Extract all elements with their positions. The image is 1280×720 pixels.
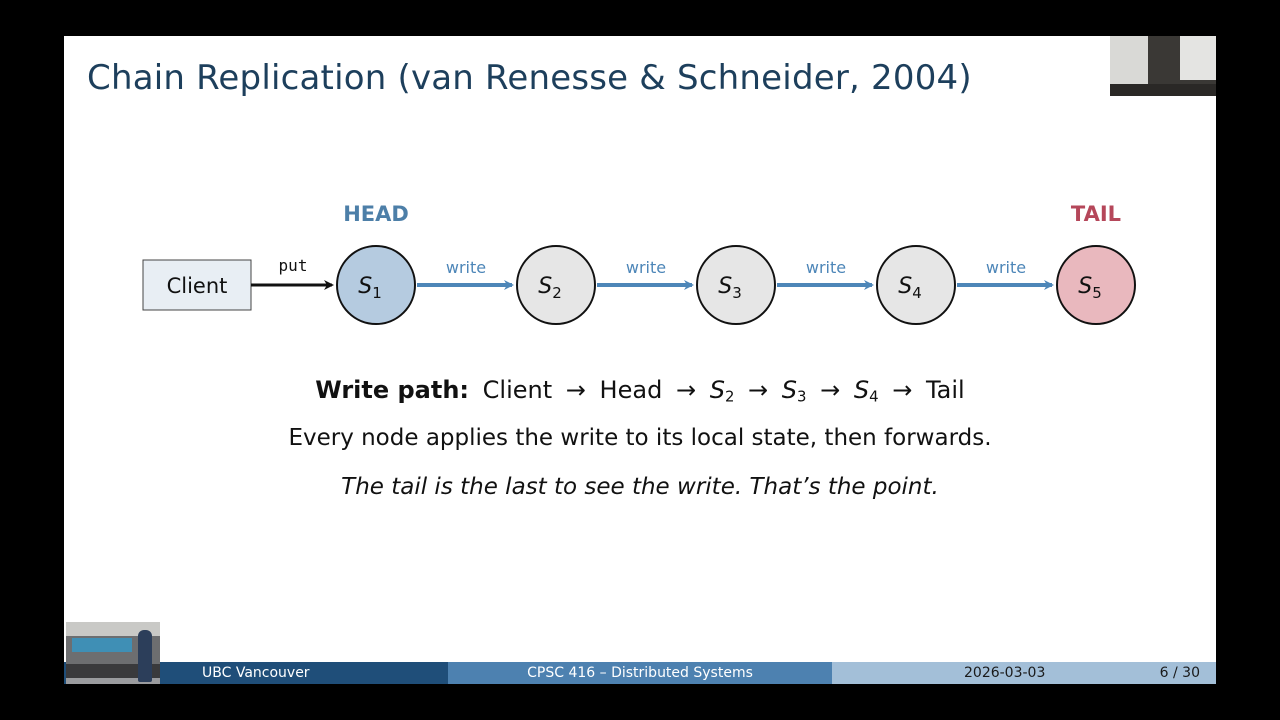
node-s3 — [696, 245, 776, 325]
write-label-2: write — [626, 258, 666, 277]
write-path-s3: S3 — [781, 376, 807, 406]
write-path-s2: S2 — [709, 376, 735, 406]
webcam-inset-top — [1110, 36, 1216, 96]
arrow-glyph: → — [748, 376, 769, 404]
write-path-client: Client — [482, 376, 553, 404]
node-s2 — [516, 245, 596, 325]
write-label-4: write — [986, 258, 1026, 277]
write-path-tail: Tail — [925, 376, 965, 404]
node-s1-label: S1 — [358, 274, 382, 302]
head-label: HEAD — [343, 202, 409, 226]
tail-label: TAIL — [1071, 202, 1121, 226]
write-path-line: Write path: Client → Head → S2 → S3 → S4… — [64, 376, 1216, 406]
slide-title: Chain Replication (van Renesse & Schneid… — [87, 58, 972, 98]
footer-bar: UBC Vancouver CPSC 416 – Distributed Sys… — [64, 662, 1216, 684]
footer-institution: UBC Vancouver — [64, 662, 448, 684]
footer-page-number: 6 / 30 — [1159, 665, 1200, 681]
footer-course: CPSC 416 – Distributed Systems — [448, 662, 832, 684]
emphasis-line: The tail is the last to see the write. T… — [341, 474, 939, 500]
node-s3-label: S3 — [718, 274, 742, 302]
footer-right: 2026-03-03 6 / 30 — [832, 662, 1216, 684]
write-path-s4: S4 — [853, 376, 879, 406]
arrow-glyph: → — [565, 376, 586, 404]
node-s2-label: S2 — [538, 274, 562, 302]
write-path-head: Head — [599, 376, 663, 404]
client-label: Client — [167, 274, 228, 298]
description-line: Every node applies the write to its loca… — [288, 425, 992, 451]
node-s4 — [876, 245, 956, 325]
arrow-glyph: → — [675, 376, 697, 404]
arrow-glyph: → — [820, 376, 841, 404]
write-label-3: write — [806, 258, 846, 277]
slide: Chain Replication (van Renesse & Schneid… — [64, 36, 1216, 684]
node-s5 — [1056, 245, 1136, 325]
node-s1 — [336, 245, 416, 325]
write-label-1: write — [446, 258, 486, 277]
node-s5-label: S5 — [1078, 274, 1102, 302]
webcam-inset-bottom — [66, 622, 160, 684]
client-box — [142, 259, 252, 311]
footer-date: 2026-03-03 — [964, 665, 1046, 681]
arrow-glyph: → — [892, 376, 913, 404]
put-label: put — [279, 256, 308, 275]
write-path-label: Write path: — [315, 376, 470, 404]
node-s4-label: S4 — [898, 274, 922, 302]
chain-diagram: HEAD TAIL Client put write write write w… — [142, 202, 1136, 325]
